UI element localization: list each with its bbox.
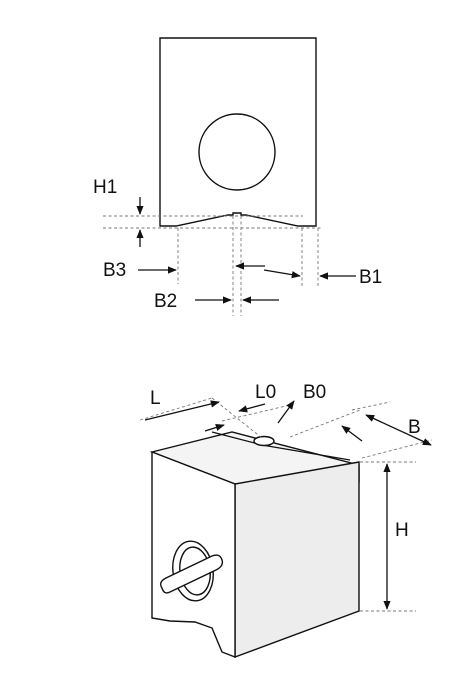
top-hole xyxy=(253,435,275,447)
l-arrow xyxy=(144,400,220,421)
block-side-face xyxy=(234,461,360,659)
label-b: B xyxy=(408,417,421,438)
b0-arrow-right xyxy=(341,425,363,442)
label-b2: B2 xyxy=(154,291,177,312)
label-l: L xyxy=(150,388,161,409)
top-groove-line xyxy=(261,444,351,461)
b0-arrow-left xyxy=(277,400,295,424)
b-ext-line-top xyxy=(351,401,391,411)
l0-arrow-left xyxy=(204,423,225,432)
label-b0: B0 xyxy=(303,382,326,403)
top-groove-line-2 xyxy=(211,431,263,446)
label-b3: B3 xyxy=(103,260,126,281)
b-ext-line-right xyxy=(361,439,433,459)
label-h: H xyxy=(395,520,409,541)
l0-ext-line xyxy=(221,404,291,422)
bore-hole xyxy=(198,113,276,191)
label-h1: H1 xyxy=(93,177,117,198)
b0-ext-line xyxy=(289,409,361,438)
label-b1: B1 xyxy=(359,267,382,288)
isometric-view: L L0 B0 B H xyxy=(139,382,433,659)
front-view: H1 B3 B1 B2 xyxy=(93,37,382,316)
l0-arrow-right xyxy=(238,403,266,413)
b-arrow xyxy=(365,414,432,446)
l-ext-line-1 xyxy=(139,397,213,421)
knob-handle xyxy=(159,554,224,594)
label-l0: L0 xyxy=(255,382,276,403)
l-ext-line-2 xyxy=(211,397,263,439)
b1-arrow-inner xyxy=(263,269,301,279)
